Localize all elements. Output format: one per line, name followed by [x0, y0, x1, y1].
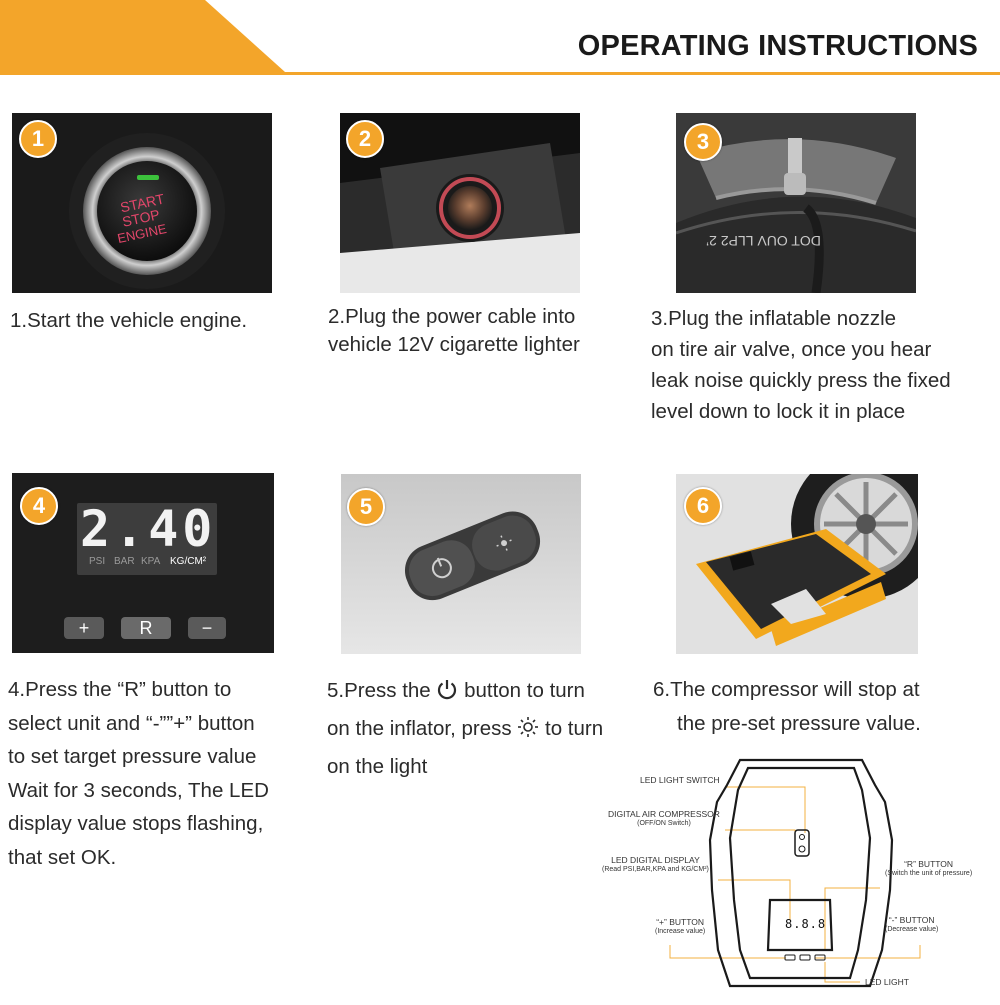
step-3-text: 3.Plug the inflatable nozzle on tire air… [651, 303, 951, 427]
step-5-line-1: 5.Press the button to turn [327, 673, 603, 711]
step-4-line-4: Wait for 3 seconds, The LED [8, 778, 269, 802]
step-1-text: 1.Start the vehicle engine. [10, 305, 247, 336]
label-minus-button: “-” BUTTON (Decrease value) [885, 915, 939, 934]
step-5-line-2-a: on the inflator, press [327, 717, 518, 740]
step-5-line-1-a: 5.Press the [327, 679, 437, 702]
step-6-line-2: the pre-set pressure value. [677, 712, 921, 735]
minus-key: − [188, 617, 226, 639]
step-6-badge: 6 [684, 487, 722, 525]
step-4-line-3: to set target pressure value [8, 745, 257, 768]
step-2-text: 2.Plug the power cable into vehicle 12V … [328, 303, 580, 359]
step-4-line-1: 4.Press the “R” button to [8, 678, 232, 701]
lcd-screen [77, 503, 217, 575]
tire-sidewall-text: DOT OUV LLP2 2’ [706, 233, 821, 249]
step-2-line-1: 2.Plug the power cable into [328, 305, 576, 328]
label-air-compressor: DIGITAL AIR COMPRESSOR (OFF/ON Switch) [608, 809, 720, 828]
step-2-line-2: vehicle 12V cigarette lighter [328, 333, 580, 356]
step-6-line-1: 6.The compressor will stop at [653, 678, 920, 701]
step-5-text: 5.Press the button to turn on the inflat… [327, 673, 603, 784]
header-underline [0, 72, 1000, 75]
step-4-line-5: display value stops flashing, [8, 812, 264, 835]
step-3-photo: DOT OUV LLP2 2’ [676, 113, 916, 293]
product-diagram: 8.8.8 LED LIGHT SWITCH DIGITAL AIR COMPR… [600, 750, 1000, 1000]
unit-kgcm: KG/CM² [170, 556, 207, 567]
step-4-badge: 4 [20, 487, 58, 525]
label-plus-button: “+” BUTTON (Increase value) [655, 917, 706, 936]
step-2-badge: 2 [346, 120, 384, 158]
step-3-line-2: on tire air valve, once you hear [651, 338, 932, 361]
unit-kpa: KPA [141, 556, 161, 567]
step-5-photo [341, 474, 581, 654]
label-led-light: LED LIGHT [865, 977, 909, 987]
step-5-line-2-b: to turn [539, 717, 604, 740]
page-title: OPERATING INSTRUCTIONS [577, 30, 978, 62]
header-accent-shape [0, 0, 300, 75]
label-led-light-switch: LED LIGHT SWITCH [640, 775, 720, 785]
step-5-badge: 5 [347, 488, 385, 526]
step-3-line-4: level down to lock it in place [651, 400, 906, 423]
lcd-value: 2.40 [80, 500, 217, 558]
r-key: R [121, 617, 171, 639]
diagram-display-value: 8.8.8 [785, 917, 827, 931]
step-6-text: 6.The compressor will stop at the pre-se… [653, 673, 921, 741]
step-5-line-2: on the inflator, press to turn [327, 711, 603, 749]
step-5-line-3-a: on the light [327, 755, 428, 778]
step-4-line-6: that set OK. [8, 845, 117, 869]
step-5-line-1-b: button to turn [458, 679, 585, 702]
step-4-line-2: select unit and “-””+” button [8, 711, 255, 735]
step-3-line-1: 3.Plug the inflatable nozzle [651, 307, 897, 330]
step-3-badge: 3 [684, 123, 722, 161]
plus-key: + [64, 617, 104, 639]
label-r-button: “R” BUTTON (Switch the unit of pressure) [885, 859, 973, 878]
sun-icon [517, 714, 539, 749]
unit-psi: PSI [89, 556, 106, 567]
step-3-line-3: leak noise quickly press the fixed [651, 369, 951, 392]
step-4-text: 4.Press the “R” button to select unit an… [8, 673, 269, 874]
step-5-line-3: on the light [327, 749, 603, 784]
power-icon [436, 676, 458, 711]
step-1-line-1: 1.Start the vehicle engine. [10, 309, 248, 332]
step-1-badge: 1 [19, 120, 57, 158]
unit-bar: BAR [114, 556, 135, 567]
label-led-display: LED DIGITAL DISPLAY (Read PSI,BAR,KPA an… [602, 855, 709, 874]
